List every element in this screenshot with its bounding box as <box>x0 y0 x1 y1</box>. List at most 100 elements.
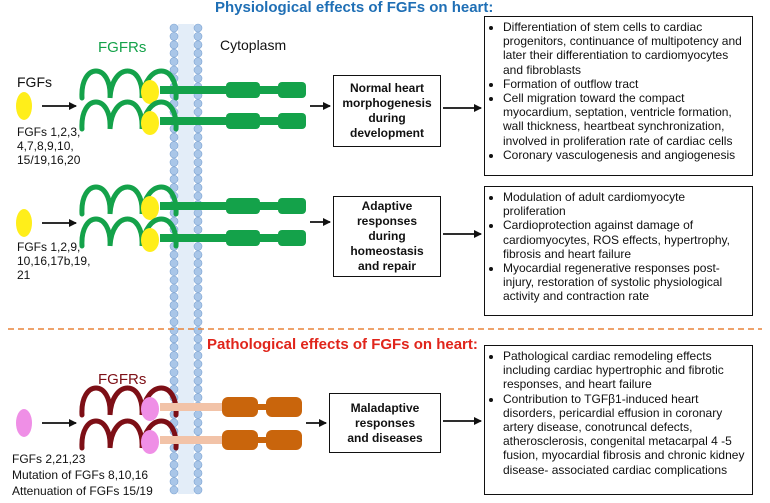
transmembrane-segment <box>160 117 232 125</box>
outcome-box-adaptive: Adaptive responses during homeostasis an… <box>333 196 441 277</box>
membrane-lipid-head <box>169 342 179 352</box>
kinase-domain <box>226 198 260 214</box>
membrane-lipid-head <box>169 23 179 33</box>
fgfrs-label-bottom: FGFRs <box>98 371 147 388</box>
ligand-group-3: FGFs 2,21,23 Mutation of FGFs 8,10,16 At… <box>12 451 153 499</box>
bound-ligand <box>141 111 159 135</box>
membrane-lipid-head <box>193 317 203 327</box>
cytoplasm-label: Cytoplasm <box>220 37 287 53</box>
membrane-lipid-head <box>193 132 203 142</box>
membrane-lipid-head <box>193 292 203 302</box>
outcome-line: and diseases <box>347 430 423 445</box>
membrane-lipid-head <box>193 57 203 66</box>
membrane-lipid-head <box>169 485 179 495</box>
membrane-lipid-head <box>193 107 203 117</box>
ligand-group-2: FGFs 1,2,9, 10,16,17b,19, 21 <box>17 240 90 282</box>
ligand-line: 21 <box>17 268 31 282</box>
kinase-domain <box>226 113 260 129</box>
outcome-box-normal-heart: Normal heart morphogenesis during develo… <box>333 75 441 147</box>
ligand-line: FGFs 1,2,3, <box>17 125 81 139</box>
membrane-lipid-head <box>193 242 203 251</box>
effects-box-development: Differentiation of stem cells to cardiac… <box>484 16 753 176</box>
membrane-lipid-head <box>193 368 203 377</box>
membrane-lipid-head <box>193 410 203 419</box>
membrane-lipid-head <box>169 149 179 159</box>
membrane-lipid-head <box>193 275 203 285</box>
physiological-title: Physiological effects of FGFs on heart: <box>215 0 494 16</box>
outcome-box-maladaptive: Maladaptive responses and diseases <box>329 393 441 453</box>
effect-item: Cardioprotection against damage of cardi… <box>503 218 746 261</box>
membrane-lipid-head <box>193 468 203 478</box>
membrane-lipid-head <box>193 141 203 150</box>
receptor-ig-loops <box>79 216 179 249</box>
receptor-ig-loops <box>79 385 179 418</box>
outcome-line: Maladaptive <box>350 400 420 415</box>
transmembrane-segment <box>160 403 232 411</box>
outcome-line: Normal heart <box>349 81 424 95</box>
membrane-lipid-head <box>193 359 203 369</box>
kinase-linker <box>256 404 268 410</box>
membrane-lipid-head <box>169 250 179 260</box>
kinase-linker <box>258 86 280 94</box>
pathological-title: Pathological effects of FGFs on heart: <box>207 336 478 353</box>
membrane-lipid-head <box>193 393 203 402</box>
membrane-lipid-head <box>169 292 179 302</box>
kinase-domain <box>266 430 302 450</box>
free-ligand-yellow <box>16 92 32 120</box>
kinase-linker <box>258 117 280 125</box>
transmembrane-segment <box>160 202 232 210</box>
membrane-lipid-head <box>193 418 203 428</box>
membrane-lipid-head <box>169 32 179 41</box>
kinase-domain <box>278 230 306 246</box>
membrane-lipid-head <box>193 267 203 276</box>
membrane-lipid-head <box>193 443 203 453</box>
membrane-lipid-head <box>193 99 203 108</box>
effect-item: Contribution to TGFβ1-induced heart diso… <box>503 392 746 477</box>
kinase-domain <box>266 397 302 417</box>
membrane-lipid-head <box>169 267 179 276</box>
membrane-lipid-head <box>193 250 203 260</box>
membrane-lipid-head <box>169 258 179 268</box>
membrane-lipid-head <box>169 309 179 318</box>
transmembrane-segment <box>160 234 232 242</box>
membrane-lipid-head <box>169 65 179 75</box>
membrane-lipid-head <box>193 300 203 310</box>
membrane-lipid-head <box>193 40 203 50</box>
membrane-lipid-head <box>193 452 203 461</box>
membrane-lipid-head <box>193 149 203 159</box>
receptor <box>79 216 306 252</box>
membrane-lipid-head <box>169 452 179 461</box>
receptor-ig-loops <box>79 184 179 217</box>
receptor <box>79 385 302 421</box>
fgfrs-label-top: FGFRs <box>98 39 147 56</box>
ligand-line: 10,16,17b,19, <box>17 254 91 268</box>
effects-box-pathology: Pathological cardiac remodeling effects … <box>484 345 753 495</box>
receptor-ig-loops <box>79 418 179 451</box>
membrane-lipid-head <box>193 32 203 41</box>
membrane-lipid-head <box>169 368 179 377</box>
outcome-line: during <box>368 229 406 243</box>
membrane-lipid-head <box>193 334 203 344</box>
outcome-line: responses <box>354 415 416 430</box>
membrane-lipid-head <box>193 284 203 293</box>
membrane-lipid-head <box>169 351 179 360</box>
membrane-lipid-head <box>169 48 179 58</box>
kinase-domain <box>278 198 306 214</box>
effect-item: Formation of outflow tract <box>503 77 746 91</box>
free-ligand-pink <box>16 409 32 437</box>
effect-item: Differentiation of stem cells to cardiac… <box>503 20 746 77</box>
membrane-lipid-head <box>169 460 179 470</box>
membrane-lipid-head <box>193 326 203 335</box>
membrane-lipid-head <box>193 384 203 394</box>
effect-item: Modulation of adult cardiomyocyte prolif… <box>503 190 746 218</box>
ligand-line: Mutation of FGFs 8,10,16 <box>12 468 149 482</box>
membrane-lipid-head <box>193 309 203 318</box>
membrane-lipid-head <box>193 158 203 167</box>
membrane-lipid-head <box>169 376 179 386</box>
transmembrane-segment <box>160 86 232 94</box>
kinase-linker <box>258 234 280 242</box>
membrane-lipid-head <box>169 275 179 285</box>
membrane-lipid-head <box>193 124 203 134</box>
